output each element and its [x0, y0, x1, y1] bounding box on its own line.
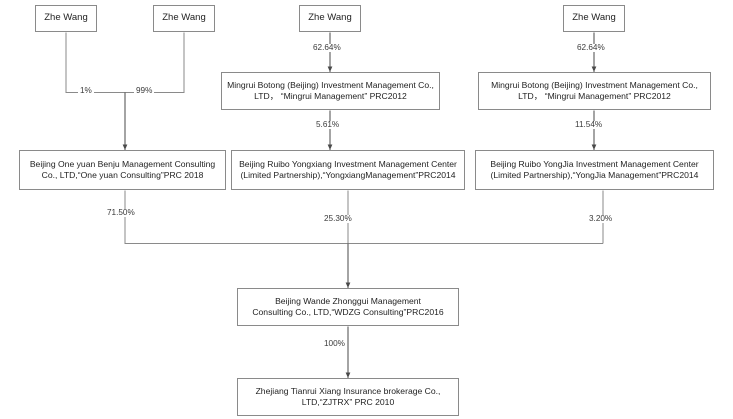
node-label: Beijing One yuan Benju Management Consul…: [29, 159, 216, 180]
edge-label-100-percent: 100%: [322, 339, 347, 349]
node-label: Mingrui Botong (Beijing) Investment Mana…: [227, 80, 434, 101]
node-label: Mingrui Botong (Beijing) Investment Mana…: [491, 80, 698, 101]
node-label: Beijing Ruibo YongJia Investment Managem…: [490, 159, 699, 180]
node-mingrui-botong-1[interactable]: Mingrui Botong (Beijing) Investment Mana…: [221, 72, 440, 110]
node-one-yuan-consulting[interactable]: Beijing One yuan Benju Management Consul…: [19, 150, 226, 190]
edge-label-1-percent: 1%: [78, 86, 94, 96]
node-zhe-wang-3[interactable]: Zhe Wang: [299, 5, 361, 32]
node-yongjia-management[interactable]: Beijing Ruibo YongJia Investment Managem…: [475, 150, 714, 190]
edge-label-25-30-percent: 25.30%: [322, 214, 354, 224]
node-zhe-wang-4[interactable]: Zhe Wang: [563, 5, 625, 32]
node-label: Zhejiang Tianrui Xiang Insurance brokera…: [255, 386, 441, 407]
edge-label-62-64-percent-right: 62.64%: [575, 43, 607, 53]
node-zhe-wang-2[interactable]: Zhe Wang: [153, 5, 215, 32]
edge-label-3-20-percent: 3.20%: [587, 214, 615, 224]
node-mingrui-botong-2[interactable]: Mingrui Botong (Beijing) Investment Mana…: [478, 72, 711, 110]
node-label: Beijing Wande Zhonggui Management Consul…: [252, 296, 444, 317]
edge-label-5-61-percent: 5.61%: [314, 120, 342, 130]
edge-label-99-percent: 99%: [134, 86, 155, 96]
edge-label-62-64-percent-left: 62.64%: [311, 43, 343, 53]
node-yongxiang-management[interactable]: Beijing Ruibo Yongxiang Investment Manag…: [231, 150, 465, 190]
node-label: Zhe Wang: [308, 12, 352, 24]
node-label: Zhe Wang: [572, 12, 616, 24]
node-zhe-wang-1[interactable]: Zhe Wang: [35, 5, 97, 32]
node-label: Zhe Wang: [162, 12, 206, 24]
edge-label-71-50-percent: 71.50%: [105, 208, 137, 218]
node-wdzg-consulting[interactable]: Beijing Wande Zhonggui Management Consul…: [237, 288, 459, 326]
node-label: Zhe Wang: [44, 12, 88, 24]
edge-label-11-54-percent: 11.54%: [573, 120, 605, 130]
node-label: Beijing Ruibo Yongxiang Investment Manag…: [239, 159, 457, 180]
node-zjtrx[interactable]: Zhejiang Tianrui Xiang Insurance brokera…: [237, 378, 459, 416]
